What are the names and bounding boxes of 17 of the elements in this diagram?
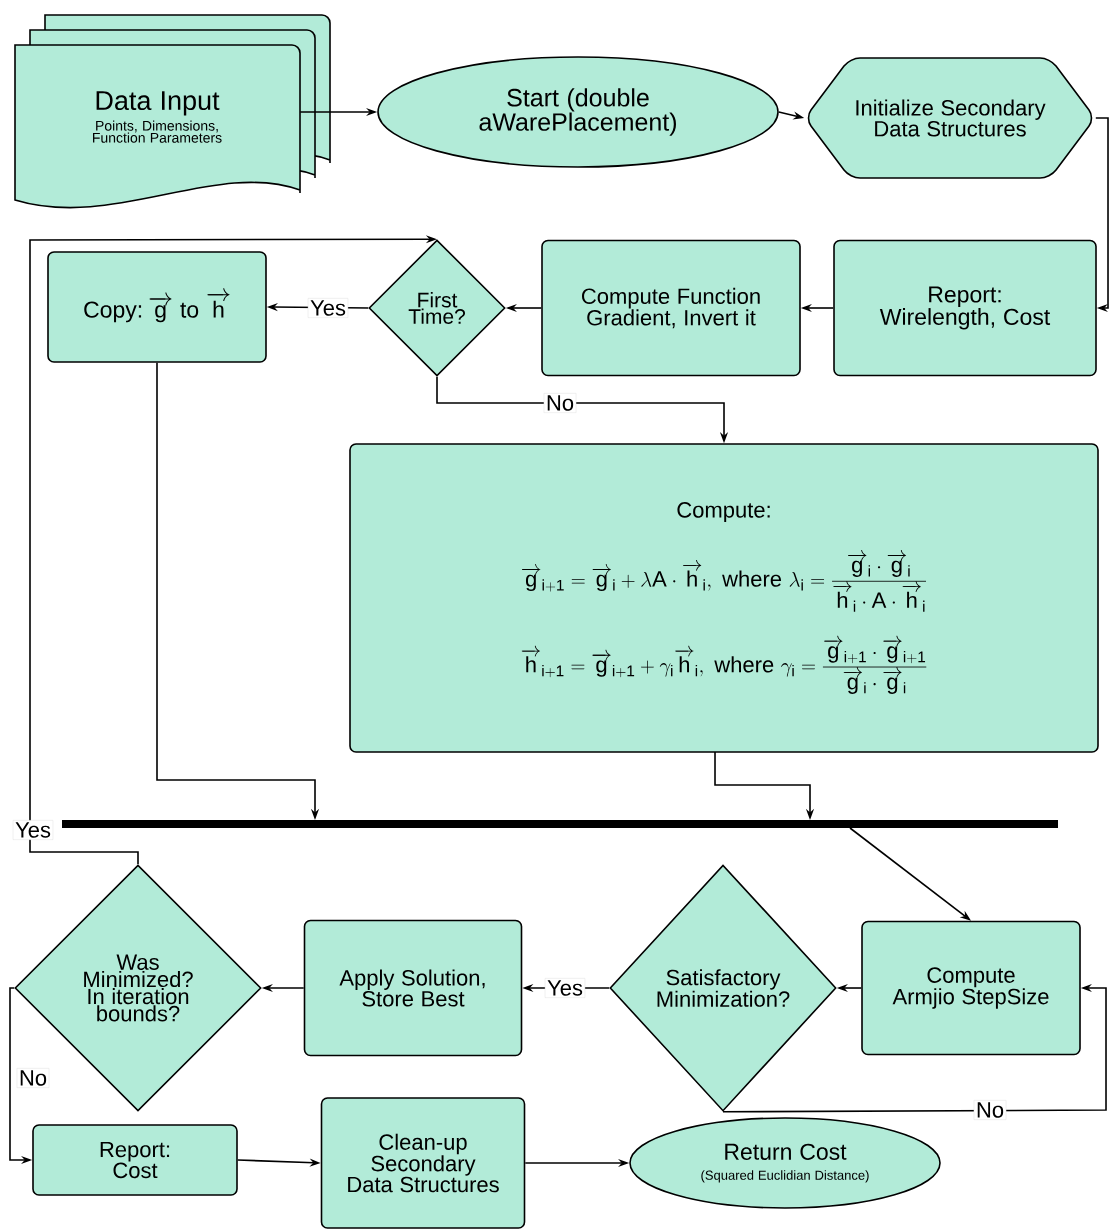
process-box: Compute Armjio StepSize (861, 920, 1081, 1056)
document-stack: Data Input Points, Dimensions, Function Parameters (14, 14, 331, 209)
process-box: Compute: $\overrightarrow{\mathrm{g}}_{\mathrm{i+1}} = \overrightarrow{\mathrm{g}}_{\mathrm{i}} + \lambda \mathrm{A} \cdot \overrightarrow{\mathrm{h}}_{\mathrm{i}}, \text{ where } \lambda_{\mathrm{i}} = \frac{\overrightarrow{\mathrm{g}}_{\mathrm{i}} \cdot \overrightarrow{\mathrm{g}}_{\mathrm{i}}}{\overrightarrow{\mathrm{h}}_{\mathrm{i}} \cdot \mathrm{A} \cdot \overrightarrow{\mathrm{h}}_{\mathrm{i}}}$ $\overrightarrow{\mathrm{h}}_{\mathrm{i+1}} = \overrightarrow{\mathrm{g}}_{\mathrm{i+1}} + \gamma_{\mathrm{i}} \overrightarrow{\mathrm{h}}_{\mathrm{i}}, \text{ where } \gamma_{\mathrm{i}} = \frac{\overrightarrow{\mathrm{g}}_{\mathrm{i+1}} \cdot \overrightarrow{\mathrm{g}}_{\mathrm{i+1}}}{\overrightarrow{\mathrm{g}}_{\mathrm{i}} \cdot \overrightarrow{\mathrm{g}}_{\mathrm{i}}}$ (349, 443, 1099, 753)
process-box: Clean-up Secondary Data Structures (320, 1097, 526, 1229)
arrow (1095, 117, 1109, 313)
process-box: Report: Wirelength, Cost (833, 239, 1097, 377)
process-box: Apply Solution, Store Best (303, 919, 523, 1057)
process-box: Compute Function Gradient, Invert it (541, 239, 801, 377)
process-box: Copy: $\overrightarrow{\mathrm{g}}$ to $\overrightarrow{\mathrm{h}}$ (47, 251, 267, 363)
edge-label: Yes (307, 298, 349, 318)
edge-label: Yes (544, 978, 586, 998)
edge-label: No (16, 1068, 50, 1088)
process-box: Report: Cost (32, 1124, 238, 1196)
edge-label: No (973, 1100, 1007, 1120)
edge-label: Yes (12, 820, 54, 840)
preparation-hexagon: Initialize Secondary Data Structures (807, 57, 1093, 179)
edge-label: No (543, 393, 577, 413)
